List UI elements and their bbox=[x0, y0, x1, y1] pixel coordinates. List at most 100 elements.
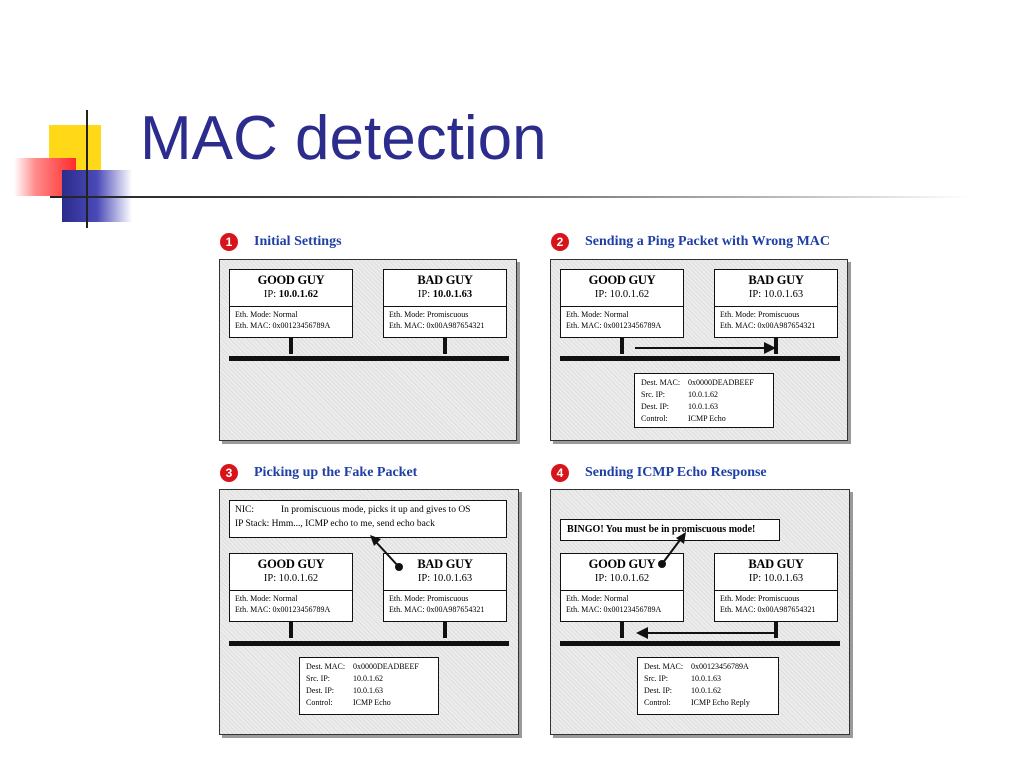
panel-4-title: Sending ICMP Echo Response bbox=[585, 465, 767, 480]
control-label: Control: bbox=[641, 414, 668, 423]
good-guy-host: GOOD GUY IP: 10.0.1.62 Eth. Mode: Normal… bbox=[229, 553, 353, 622]
eth-mode: Eth. Mode: Promiscuous bbox=[720, 594, 800, 603]
panel-1-heading: 1 Initial Settings bbox=[220, 233, 342, 251]
host-ip: IP: 10.0.1.63 bbox=[748, 573, 804, 584]
panel-3-heading: 3 Picking up the Fake Packet bbox=[220, 464, 417, 482]
control-label: Control: bbox=[306, 698, 333, 707]
host-ip: IP: 10.0.1.62 bbox=[263, 573, 319, 584]
host-ip: IP: 10.0.1.63 bbox=[417, 573, 473, 584]
good-guy-host: GOOD GUY IP: 10.0.1.62 Eth. Mode: Normal… bbox=[560, 269, 684, 338]
dest-mac-label: Dest. MAC: bbox=[641, 378, 681, 387]
ip-stack-text: IP Stack: Hmm..., ICMP echo to me, send … bbox=[235, 519, 435, 529]
panel-4-echo-response: BINGO! You must be in promiscuous mode! … bbox=[550, 489, 850, 735]
network-bus bbox=[560, 641, 840, 646]
src-ip-label: Src. IP: bbox=[306, 674, 330, 683]
eth-mac: Eth. MAC: 0x00A987654321 bbox=[720, 321, 816, 330]
bad-guy-host: BAD GUY IP: 10.0.1.63 Eth. Mode: Promisc… bbox=[714, 553, 838, 622]
good-guy-host: GOOD GUY IP: 10.0.1.62 Eth. Mode: Normal… bbox=[560, 553, 684, 622]
good-guy-link bbox=[620, 622, 624, 638]
good-guy-link bbox=[620, 338, 624, 354]
eth-mac: Eth. MAC: 0x00123456789A bbox=[235, 605, 331, 614]
good-guy-link bbox=[289, 622, 293, 638]
src-ip-value: 10.0.1.62 bbox=[353, 674, 383, 683]
panel-1-initial-settings: GOOD GUY IP: 10.0.1.62 Eth. Mode: Normal… bbox=[219, 259, 517, 441]
host-name: GOOD GUY bbox=[257, 273, 325, 287]
eth-mode: Eth. Mode: Normal bbox=[235, 310, 298, 319]
host-ip: IP: 10.0.1.62 bbox=[594, 573, 650, 584]
dest-ip-value: 10.0.1.63 bbox=[353, 686, 383, 695]
eth-mode: Eth. Mode: Promiscuous bbox=[389, 594, 469, 603]
host-name: BAD GUY bbox=[748, 273, 804, 287]
panel-4-heading: 4 Sending ICMP Echo Response bbox=[551, 464, 767, 482]
fake-packet: Dest. MAC: 0x0000DEADBEEF Src. IP: 10.0.1.… bbox=[299, 657, 439, 715]
control-value: ICMP Echo bbox=[353, 698, 391, 707]
dest-mac-value: 0x00123456789A bbox=[691, 662, 749, 671]
network-bus bbox=[229, 356, 509, 361]
bad-guy-link bbox=[443, 622, 447, 638]
host-name: GOOD GUY bbox=[588, 557, 656, 571]
eth-mode: Eth. Mode: Promiscuous bbox=[720, 310, 800, 319]
bad-guy-link bbox=[774, 622, 778, 638]
good-guy-link bbox=[289, 338, 293, 354]
host-name: BAD GUY bbox=[417, 557, 473, 571]
ping-packet: Dest. MAC: 0x0000DEADBEEF Src. IP: 10.0.1.… bbox=[634, 373, 774, 428]
step-4-badge: 4 bbox=[551, 464, 569, 482]
eth-mac: Eth. MAC: 0x00A987654321 bbox=[389, 321, 485, 330]
panel-2-ping-wrong-mac: GOOD GUY IP: 10.0.1.62 Eth. Mode: Normal… bbox=[550, 259, 848, 441]
eth-mode: Eth. Mode: Normal bbox=[566, 310, 629, 319]
control-value: ICMP Echo bbox=[688, 414, 726, 423]
src-ip-value: 10.0.1.63 bbox=[691, 674, 721, 683]
dest-mac-label: Dest. MAC: bbox=[306, 662, 346, 671]
host-ip: IP: 10.0.1.63 bbox=[748, 289, 804, 300]
dest-ip-value: 10.0.1.62 bbox=[691, 686, 721, 695]
control-value: ICMP Echo Reply bbox=[691, 698, 750, 707]
eth-mac: Eth. MAC: 0x00123456789A bbox=[566, 321, 662, 330]
bad-guy-host: BAD GUY IP: 10.0.1.63 Eth. Mode: Promisc… bbox=[714, 269, 838, 338]
title-underline bbox=[50, 196, 970, 198]
host-name: GOOD GUY bbox=[257, 557, 325, 571]
dest-ip-value: 10.0.1.63 bbox=[688, 402, 718, 411]
host-ip: IP: 10.0.1.62 bbox=[594, 289, 650, 300]
eth-mode: Eth. Mode: Normal bbox=[566, 594, 629, 603]
src-ip-label: Src. IP: bbox=[641, 390, 665, 399]
panel-1-title: Initial Settings bbox=[254, 234, 342, 249]
src-ip-value: 10.0.1.62 bbox=[688, 390, 718, 399]
bad-guy-link bbox=[774, 338, 778, 354]
step-1-badge: 1 bbox=[220, 233, 238, 251]
dest-ip-label: Dest. IP: bbox=[306, 686, 334, 695]
dest-ip-label: Dest. IP: bbox=[644, 686, 672, 695]
network-bus bbox=[229, 641, 509, 646]
slide-title: MAC detection bbox=[140, 104, 547, 173]
step-3-badge: 3 bbox=[220, 464, 238, 482]
bad-guy-host: BAD GUY IP: 10.0.1.63 Eth. Mode: Promisc… bbox=[383, 269, 507, 338]
step-2-badge: 2 bbox=[551, 233, 569, 251]
dest-mac-value: 0x0000DEADBEEF bbox=[688, 378, 754, 387]
host-ip: IP: 10.0.1.63 bbox=[417, 289, 473, 300]
bad-guy-link bbox=[443, 338, 447, 354]
eth-mode: Eth. Mode: Normal bbox=[235, 594, 298, 603]
panel-2-heading: 2 Sending a Ping Packet with Wrong MAC bbox=[551, 233, 830, 251]
eth-mac: Eth. MAC: 0x00A987654321 bbox=[389, 605, 485, 614]
src-ip-label: Src. IP: bbox=[644, 674, 668, 683]
eth-mac: Eth. MAC: 0x00123456789A bbox=[566, 605, 662, 614]
dest-mac-value: 0x0000DEADBEEF bbox=[353, 662, 419, 671]
eth-mode: Eth. Mode: Promiscuous bbox=[389, 310, 469, 319]
dest-mac-label: Dest. MAC: bbox=[644, 662, 684, 671]
network-bus bbox=[560, 356, 840, 361]
nic-text: In promiscuous mode, picks it up and giv… bbox=[281, 505, 471, 515]
corner-vertical-line bbox=[86, 110, 88, 228]
panel-3-title: Picking up the Fake Packet bbox=[254, 465, 418, 480]
echo-reply-packet: Dest. MAC: 0x00123456789A Src. IP: 10.0.1.… bbox=[637, 657, 779, 715]
nic-message: NIC: In promiscuous mode, picks it up and… bbox=[229, 500, 507, 538]
good-guy-host: GOOD GUY IP: 10.0.1.62 Eth. Mode: Normal… bbox=[229, 269, 353, 338]
host-ip: IP: 10.0.1.62 bbox=[263, 289, 319, 300]
dest-ip-label: Dest. IP: bbox=[641, 402, 669, 411]
bad-guy-host: BAD GUY IP: 10.0.1.63 Eth. Mode: Promisc… bbox=[383, 553, 507, 622]
bingo-message: BINGO! You must be in promiscuous mode! bbox=[560, 519, 780, 541]
panel-2-title: Sending a Ping Packet with Wrong MAC bbox=[585, 234, 831, 249]
nic-label: NIC: bbox=[235, 505, 254, 515]
eth-mac: Eth. MAC: 0x00123456789A bbox=[235, 321, 331, 330]
eth-mac: Eth. MAC: 0x00A987654321 bbox=[720, 605, 816, 614]
panel-3-fake-packet: NIC: In promiscuous mode, picks it up and… bbox=[219, 489, 519, 735]
host-name: BAD GUY bbox=[417, 273, 473, 287]
